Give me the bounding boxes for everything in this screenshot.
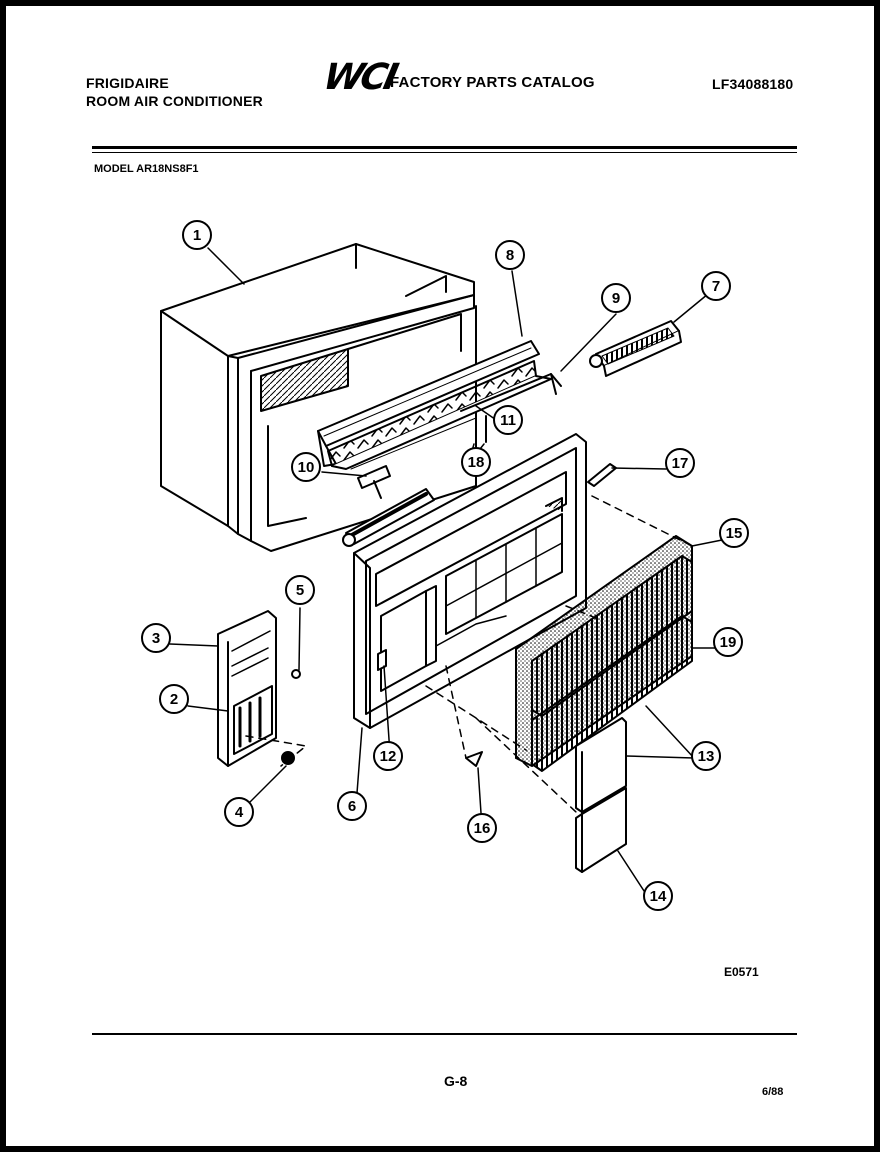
callout-circle — [285, 575, 315, 605]
control-panel-part — [217, 610, 301, 767]
callout-3: 3 — [141, 623, 171, 653]
callout-circle — [182, 220, 212, 250]
callout-label: 16 — [474, 820, 491, 837]
callout-circle — [701, 271, 731, 301]
callout-circle — [373, 741, 403, 771]
callout-circle — [719, 518, 749, 548]
callout-label: 19 — [720, 634, 737, 651]
access-panel-part — [575, 717, 627, 873]
callout-label: 4 — [235, 804, 244, 821]
callout-label: 10 — [298, 459, 315, 476]
callout-14: 14 — [643, 881, 673, 911]
model-number: MODEL AR18NS8F1 — [94, 163, 199, 175]
callout-10: 10 — [291, 452, 321, 482]
rod-part — [460, 373, 562, 447]
callout-13: 13 — [691, 741, 721, 771]
page-code: G-8 — [444, 1073, 468, 1089]
callout-16: 16 — [467, 813, 497, 843]
callout-circle — [461, 447, 491, 477]
callout-circle — [224, 797, 254, 827]
alignment-lines — [245, 495, 693, 813]
callout-4: 4 — [224, 797, 254, 827]
deflector-bar-part — [342, 488, 435, 547]
revision-date: 6/88 — [762, 1086, 784, 1098]
bracket-part — [357, 465, 391, 499]
callout-label: 13 — [698, 748, 715, 765]
reference-code: E0571 — [724, 965, 759, 979]
callout-15: 15 — [719, 518, 749, 548]
callout-label: 17 — [672, 455, 689, 472]
callout-circle — [691, 741, 721, 771]
callout-label: 11 — [500, 412, 516, 429]
callout-2: 2 — [159, 684, 189, 714]
callout-circle — [713, 627, 743, 657]
callout-label: 3 — [152, 630, 160, 647]
screw-part — [377, 649, 483, 767]
callout-circle — [291, 452, 321, 482]
callout-circle — [601, 283, 631, 313]
callout-5: 5 — [285, 575, 315, 605]
callout-label: 18 — [468, 454, 485, 471]
callout-circle — [141, 623, 171, 653]
side-grille-part — [589, 320, 682, 377]
header-rule-thin — [92, 152, 797, 153]
callout-label: 9 — [612, 290, 620, 307]
callout-label: 14 — [650, 888, 667, 905]
callout-label: 7 — [712, 278, 720, 295]
catalog-title: FACTORY PARTS CATALOG — [390, 74, 595, 91]
callout-label: 2 — [170, 691, 178, 708]
pleated-filter-part — [531, 555, 693, 772]
header-rule — [92, 146, 797, 149]
callout-circle — [665, 448, 695, 478]
callout-label: 5 — [296, 582, 304, 599]
callout-circle — [495, 240, 525, 270]
callout-circle — [159, 684, 189, 714]
callout-1: 1 — [182, 220, 212, 250]
callout-8: 8 — [495, 240, 525, 270]
brand-name: FRIGIDAIRE — [86, 75, 169, 91]
callout-label: 15 — [726, 525, 743, 542]
callout-17: 17 — [665, 448, 695, 478]
callout-9: 9 — [601, 283, 631, 313]
callout-circle — [493, 405, 523, 435]
catalog-number: LF34088180 — [712, 76, 794, 92]
louver-assembly-part — [317, 340, 552, 470]
callout-7: 7 — [701, 271, 731, 301]
callout-label: 8 — [506, 247, 514, 264]
callout-label: 6 — [348, 798, 356, 815]
knob-part — [281, 751, 295, 765]
cabinet-part — [160, 243, 477, 552]
callout-11: 11 — [493, 405, 523, 435]
front-grille-part — [353, 433, 587, 729]
callout-19: 19 — [713, 627, 743, 657]
product-name: ROOM AIR CONDITIONER — [86, 93, 263, 109]
callout-circle — [643, 881, 673, 911]
callout-12: 12 — [373, 741, 403, 771]
callout-label: 1 — [193, 227, 201, 244]
callout-6: 6 — [337, 791, 367, 821]
callout-18: 18 — [461, 447, 491, 477]
callout-circle — [467, 813, 497, 843]
footer-rule — [92, 1033, 797, 1035]
parts-catalog-page: FRIGIDAIRE ROOM AIR CONDITIONER WCI FACT… — [6, 6, 874, 1146]
callout-circle — [337, 791, 367, 821]
callout-label: 12 — [380, 748, 397, 765]
